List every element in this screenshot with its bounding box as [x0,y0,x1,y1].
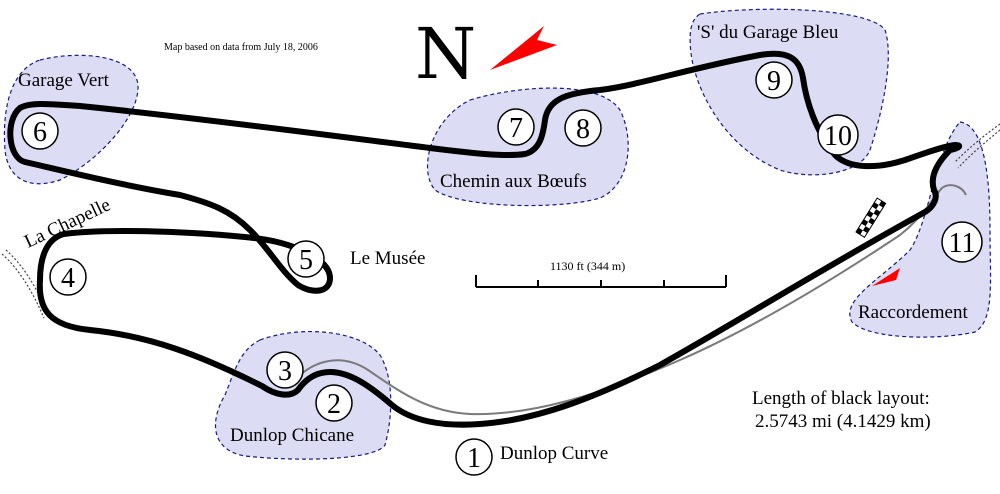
corner-11-number: 11 [949,228,976,259]
corner-4: 4 [49,258,87,296]
track-main [7,50,963,428]
corner-2: 2 [315,384,353,422]
scale-label: 1130 ft (344 m) [550,259,625,273]
corner-8: 8 [564,109,602,147]
corner-3-number: 3 [278,356,292,387]
corner-6-number: 6 [33,117,47,148]
zone-raccordement [849,121,992,338]
zone-dunlop-chicane [214,331,392,460]
label-le-musee: Le Musée [350,248,425,269]
label-dunlop-curve: Dunlop Curve [500,443,608,464]
label-dunlop-chicane: Dunlop Chicane [230,425,354,446]
length-line1: Length of black layout: [752,388,930,409]
label-garage-bleu: 'S' du Garage Bleu [697,22,839,43]
corner-11: 11 [941,221,983,263]
corner-4-number: 4 [61,263,75,294]
corner-5-number: 5 [299,245,313,276]
corner-10: 10 [817,114,859,156]
label-la-chapelle: La Chapelle [21,194,114,252]
direction-arrow [872,268,900,286]
corner-8-number: 8 [576,114,590,145]
corner-6: 6 [21,112,59,150]
corner-10-number: 10 [824,121,852,152]
corner-1-number: 1 [467,443,481,474]
zone-garage-vert [3,54,139,185]
label-raccordement: Raccordement [858,302,968,323]
corner-9: 9 [755,61,793,99]
label-garage-vert: Garage Vert [18,70,110,91]
map-note: Map based on data from July 18, 2006 [164,42,318,53]
north-arrow [490,26,557,70]
length-line2: 2.5743 mi (4.1429 km) [755,411,931,432]
corner-7: 7 [497,108,535,146]
corner-9-number: 9 [767,66,781,97]
corner-markers: 1 2 3 4 5 6 7 8 [21,61,983,476]
corner-5: 5 [287,240,325,278]
scale-bar [475,275,727,288]
corner-1: 1 [455,438,493,476]
zones [3,8,992,460]
corner-7-number: 7 [509,113,523,144]
label-chemin-aux-boeufs: Chemin aux Bœufs [440,171,587,192]
corner-2-number: 2 [327,389,341,420]
start-finish-flag [855,197,887,238]
dotted-road-right [954,123,1000,169]
north-label: N [415,13,476,95]
corner-3: 3 [266,351,304,389]
